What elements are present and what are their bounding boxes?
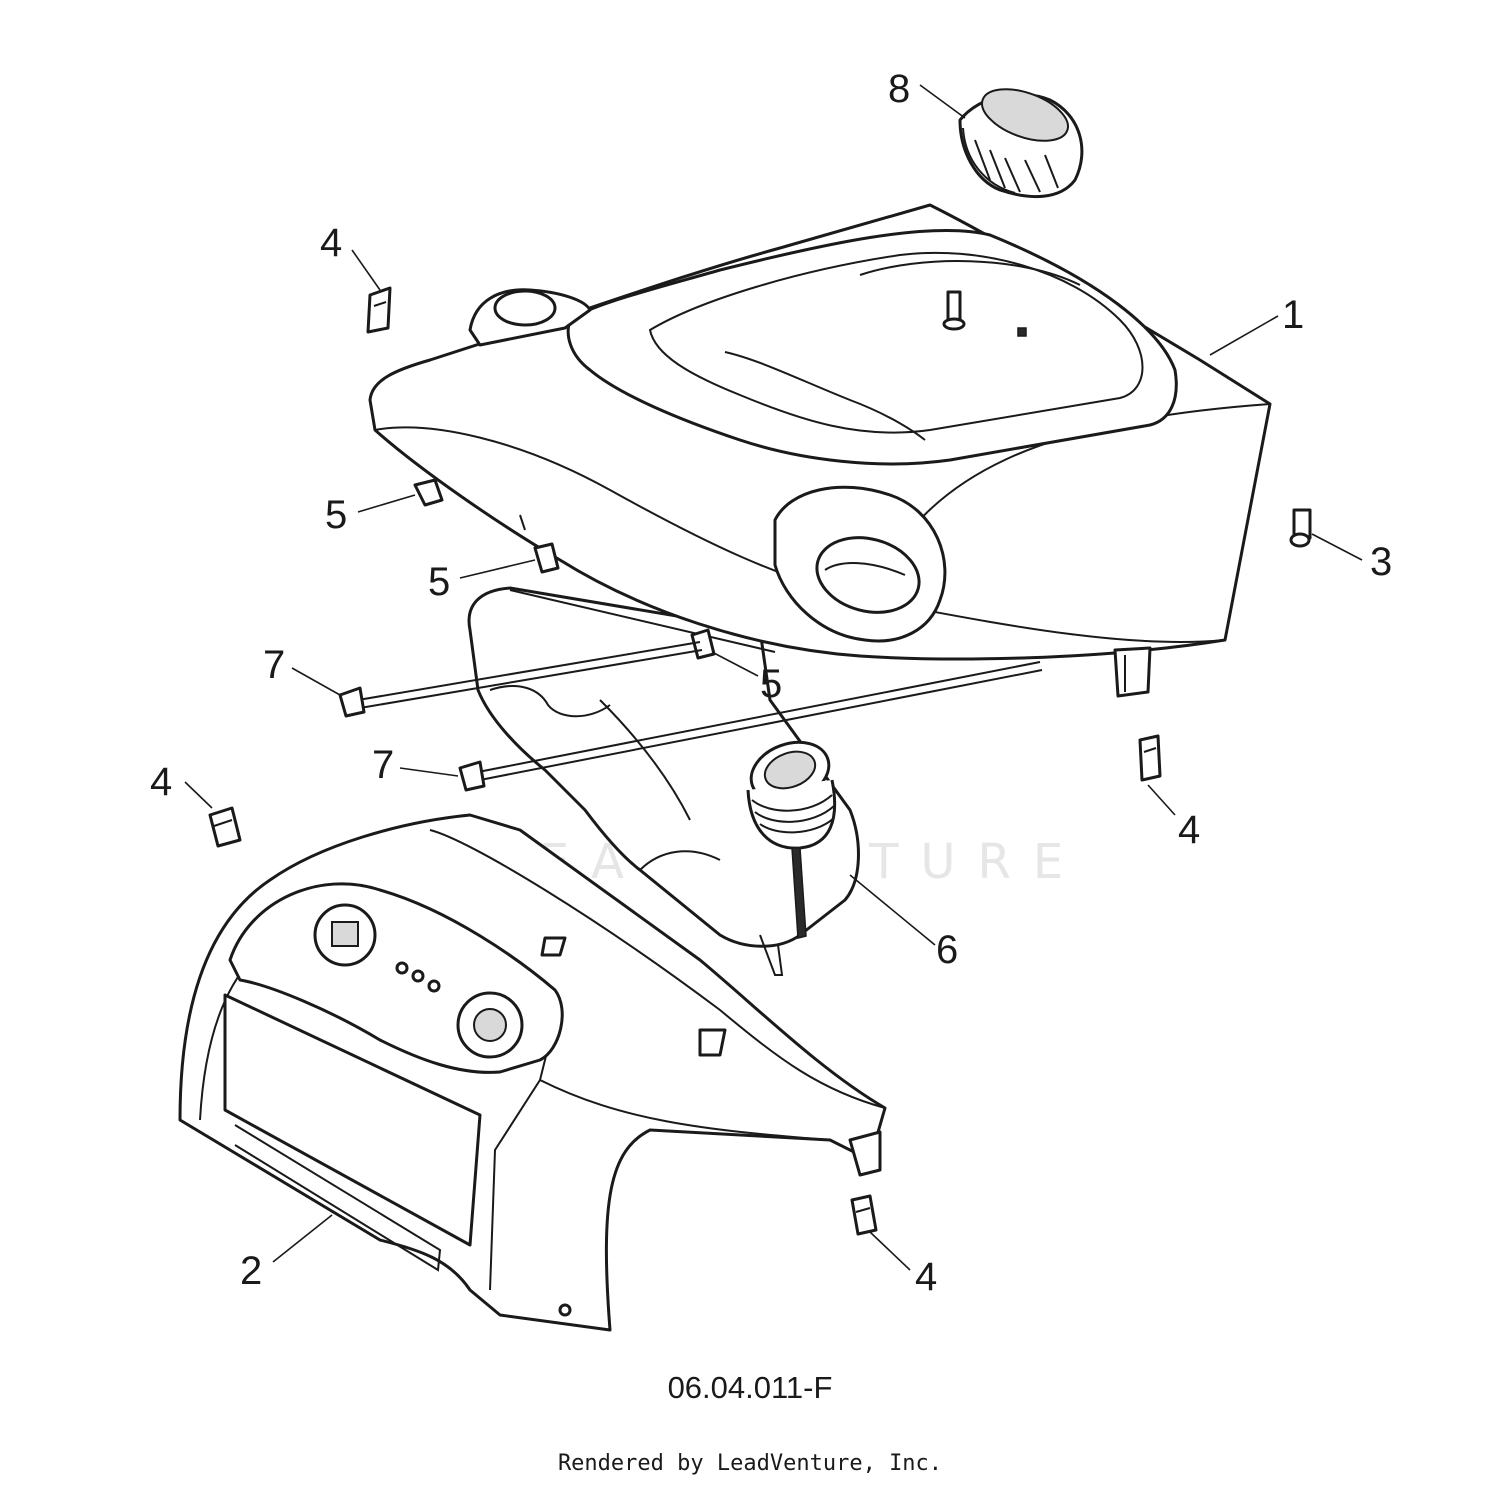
- clip: [1138, 734, 1162, 782]
- small-clip: [413, 478, 444, 507]
- callout-1: 1: [1282, 293, 1304, 337]
- small-clip: [533, 542, 560, 574]
- callout-4: 4: [1178, 808, 1200, 852]
- upper-shroud: [368, 203, 1272, 698]
- bolt: [1289, 508, 1312, 548]
- callout-5: 5: [325, 493, 347, 537]
- clip: [208, 806, 242, 848]
- fuel-line: [338, 641, 703, 718]
- callout-5: 5: [428, 560, 450, 604]
- diagram-code: 06.04.011-F: [668, 1370, 833, 1405]
- clip: [850, 1194, 878, 1236]
- callout-4: 4: [320, 221, 342, 265]
- callout-7: 7: [372, 743, 394, 787]
- clip: [366, 286, 392, 334]
- callout-6: 6: [936, 928, 958, 972]
- fuel-cap: [958, 88, 1084, 199]
- fuel-tank: [467, 586, 860, 976]
- render-credit: Rendered by LeadVenture, Inc.: [558, 1451, 942, 1476]
- lower-shroud: [178, 813, 887, 1332]
- callout-5: 5: [760, 662, 782, 706]
- callout-3: 3: [1370, 540, 1392, 584]
- callout-2: 2: [240, 1249, 262, 1293]
- callout-7: 7: [263, 643, 285, 687]
- fuel-line: [458, 661, 1043, 792]
- callout-4: 4: [915, 1255, 937, 1299]
- callout-4: 4: [150, 760, 172, 804]
- leader-lines: [184, 84, 1363, 1271]
- callout-8: 8: [888, 67, 910, 111]
